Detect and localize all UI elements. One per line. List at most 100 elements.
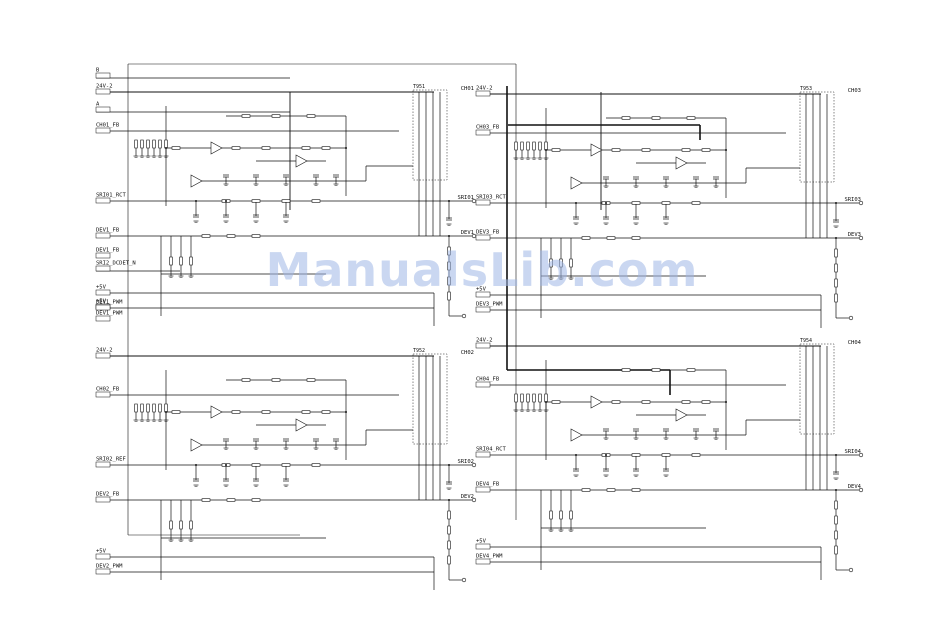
op-amp <box>675 408 688 422</box>
resistor <box>651 368 661 372</box>
junction-dot <box>225 464 227 466</box>
resistor <box>526 141 530 151</box>
resistor <box>686 116 696 120</box>
watermark-text: ManualsLib.com <box>266 243 699 297</box>
resistor <box>834 515 838 525</box>
resistor <box>611 400 621 404</box>
signal-label: CH02_FB <box>96 387 120 393</box>
resistor <box>301 410 311 414</box>
signal-label: +5V <box>476 539 487 545</box>
signal-connector <box>95 568 111 575</box>
resistor <box>231 146 241 150</box>
junction-dot <box>165 411 167 413</box>
signal-connector <box>95 391 111 398</box>
signal-connector <box>95 88 111 95</box>
junction-dot <box>605 454 607 456</box>
resistor <box>661 453 671 457</box>
resistor <box>514 141 518 151</box>
resistor <box>631 488 641 492</box>
signal-label: DEV3_PWM <box>476 302 503 308</box>
junction-dot <box>225 200 227 202</box>
resistor <box>321 410 331 414</box>
signal-connector <box>475 291 491 298</box>
transformer-outline <box>799 343 835 435</box>
resistor <box>164 139 168 149</box>
resistor <box>621 116 631 120</box>
signal-label: 24V-2 <box>476 338 493 344</box>
resistor <box>569 258 573 268</box>
resistor <box>311 199 321 203</box>
output-terminal <box>858 200 864 206</box>
op-amp <box>570 428 583 442</box>
transformer-outline <box>412 89 448 181</box>
resistor <box>834 263 838 273</box>
signal-label: DEV1_FB <box>96 228 120 234</box>
resistor <box>311 463 321 467</box>
resistor <box>251 463 261 467</box>
signal-connector <box>95 496 111 503</box>
signal-label: CH01_FB <box>96 123 120 129</box>
resistor <box>306 114 316 118</box>
resistor <box>261 146 271 150</box>
resistor <box>241 378 251 382</box>
junction-dot <box>345 411 347 413</box>
resistor <box>226 498 236 502</box>
resistor <box>189 256 193 266</box>
resistor <box>544 141 548 151</box>
junction-dot <box>835 237 837 239</box>
resistor <box>681 400 691 404</box>
signal-label: 24V-2 <box>476 86 493 92</box>
resistor <box>549 258 553 268</box>
resistor <box>134 139 138 149</box>
signal-label: A <box>96 102 100 108</box>
resistor <box>606 236 616 240</box>
signal-label: DEV4_PWM <box>476 554 503 560</box>
resistor <box>538 393 542 403</box>
wire-layer <box>96 63 861 590</box>
output-terminal <box>471 462 477 468</box>
output-label: SRI03 <box>844 197 861 203</box>
resistor <box>834 293 838 303</box>
op-amp <box>210 141 223 155</box>
resistor <box>701 400 711 404</box>
signal-connector <box>475 129 491 136</box>
resistor <box>834 248 838 258</box>
resistor <box>514 393 518 403</box>
resistor <box>447 246 451 256</box>
output-terminal <box>461 577 467 583</box>
resistor <box>447 525 451 535</box>
resistor <box>201 234 211 238</box>
resistor <box>631 453 641 457</box>
resistor <box>152 403 156 413</box>
output-terminal <box>461 313 467 319</box>
junction-dot <box>545 149 547 151</box>
resistor <box>538 141 542 151</box>
output-label: DEV1 <box>461 230 474 236</box>
signal-connector <box>475 558 491 565</box>
resistor <box>606 488 616 492</box>
output-label: DEV2 <box>461 494 474 500</box>
resistor <box>301 146 311 150</box>
output-terminal <box>848 315 854 321</box>
resistor <box>164 403 168 413</box>
signal-label: DEV2_PWM <box>96 564 123 570</box>
signal-connector <box>95 265 111 272</box>
signal-label: DEV1_PWM <box>96 311 123 317</box>
resistor <box>134 403 138 413</box>
component-layer <box>133 114 864 583</box>
resistor <box>651 116 661 120</box>
junction-dot <box>195 464 197 466</box>
resistor <box>532 141 536 151</box>
resistor <box>179 256 183 266</box>
resistor <box>559 258 563 268</box>
junction-dot <box>448 499 450 501</box>
resistor <box>158 403 162 413</box>
resistor <box>691 201 701 205</box>
resistor <box>251 498 261 502</box>
signal-label: DEV1_PWM <box>96 300 123 306</box>
signal-label: CH04_FB <box>476 377 500 383</box>
signal-connector <box>475 342 491 349</box>
signal-label: +5V <box>96 299 107 305</box>
signal-connector <box>475 486 491 493</box>
